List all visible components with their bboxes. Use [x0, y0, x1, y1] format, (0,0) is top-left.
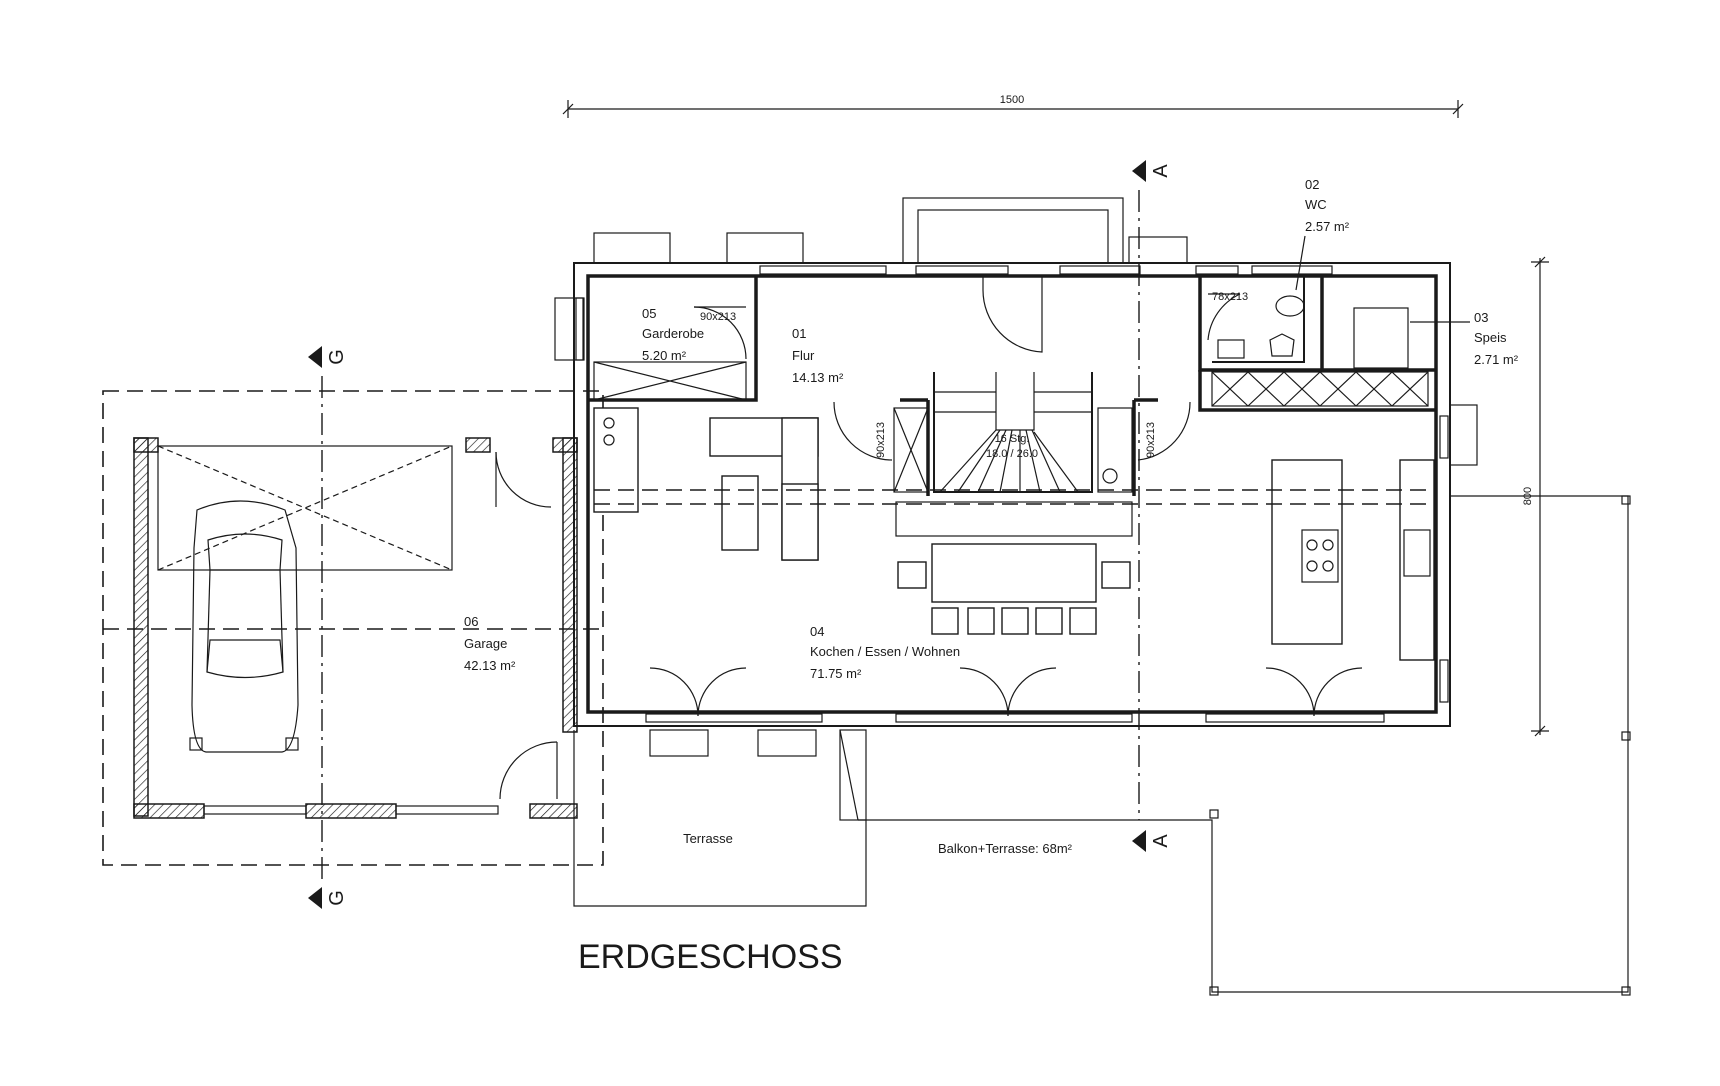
garage	[102, 390, 604, 866]
svg-text:2.71 m²: 2.71 m²	[1474, 352, 1519, 367]
svg-text:71.75 m²: 71.75 m²	[810, 666, 862, 681]
svg-text:01: 01	[792, 326, 806, 341]
room-01-label: 01 Flur 14.13 m²	[792, 326, 844, 385]
door-label-garderobe: 90x213	[700, 311, 736, 323]
doors: 90x213 90x213 90x213 78x213	[649, 276, 1363, 717]
svg-text:A: A	[1150, 164, 1172, 178]
svg-text:Garage: Garage	[464, 636, 507, 651]
terrace-right	[858, 495, 1631, 996]
dimension-width: 1500	[562, 94, 1464, 118]
svg-text:Speis: Speis	[1474, 330, 1507, 345]
svg-text:G: G	[326, 890, 348, 906]
svg-text:Flur: Flur	[792, 348, 815, 363]
car-icon	[189, 500, 299, 753]
svg-text:04: 04	[810, 624, 824, 639]
svg-text:A: A	[1150, 834, 1172, 848]
room-05-label: 05 Garderobe 5.20 m²	[642, 306, 704, 363]
door-label-wc: 78x213	[1212, 291, 1248, 303]
stair: 16 Stg. 18.0 / 26.0	[933, 372, 1093, 493]
terrace-left	[573, 729, 867, 907]
interior-walls	[588, 276, 1436, 537]
svg-text:05: 05	[642, 306, 656, 321]
terrasse-label: Terrasse	[683, 831, 733, 846]
drawing-title: ERDGESCHOSS	[578, 938, 843, 976]
svg-text:Garderobe: Garderobe	[642, 326, 704, 341]
section-marker-a-bottom: A	[1132, 830, 1172, 852]
svg-text:2.57 m²: 2.57 m²	[1305, 219, 1350, 234]
room-06-label: 06 Garage 42.13 m²	[464, 614, 516, 673]
section-marker-g-bottom: G	[308, 887, 348, 909]
svg-text:42.13 m²: 42.13 m²	[464, 658, 516, 673]
svg-text:Kochen / Essen / Wohnen: Kochen / Essen / Wohnen	[810, 644, 960, 659]
room-02-label: 02 WC 2.57 m²	[1295, 177, 1350, 291]
svg-text:06: 06	[464, 614, 478, 629]
svg-text:14.13 m²: 14.13 m²	[792, 370, 844, 385]
stair-steps: 16 Stg.	[995, 433, 1030, 445]
wc-fixtures	[1212, 276, 1305, 363]
house-outline	[554, 197, 1478, 727]
door-label-stair-right: 90x213	[1145, 422, 1157, 458]
speis-shelf-crosses	[1211, 371, 1429, 407]
room-04-label: 04 Kochen / Essen / Wohnen 71.75 m²	[810, 624, 960, 681]
stair-ratio: 18.0 / 26.0	[986, 448, 1038, 460]
room-03-label: 03 Speis 2.71 m²	[1410, 310, 1519, 367]
dimension-width-label: 1500	[1000, 94, 1024, 106]
svg-text:5.20 m²: 5.20 m²	[642, 348, 687, 363]
svg-text:02: 02	[1305, 177, 1319, 192]
svg-text:03: 03	[1474, 310, 1488, 325]
balkon-terrasse-label: Balkon+Terrasse: 68m²	[938, 841, 1073, 856]
furniture	[593, 407, 1436, 661]
section-marker-g-top: G	[308, 346, 348, 368]
svg-text:G: G	[326, 349, 348, 365]
section-marker-a-top: A	[1132, 160, 1172, 182]
svg-text:WC: WC	[1305, 197, 1327, 212]
door-label-stair-left: 90x213	[875, 422, 887, 458]
